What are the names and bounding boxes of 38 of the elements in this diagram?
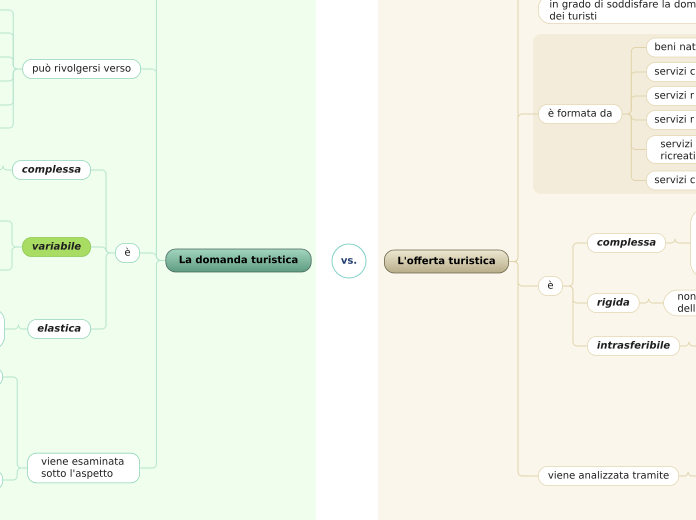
topic-node: beni nat	[646, 38, 696, 58]
topic-node: complessa	[12, 160, 91, 180]
topic-node: complessa	[587, 233, 666, 253]
connector	[140, 260, 166, 468]
topic-node: rigida	[587, 293, 640, 313]
connector	[562, 286, 588, 346]
topic-node: servizi r	[646, 86, 696, 106]
topic-node: non dell	[663, 290, 696, 316]
connector	[666, 238, 690, 244]
connector	[639, 298, 664, 304]
topic-node: intrasferibile	[587, 336, 680, 356]
connector	[0, 68, 23, 128]
connector	[90, 252, 116, 330]
topic-node: è	[115, 243, 140, 263]
topic-node: elastica	[27, 319, 91, 339]
topic-node: variabile	[22, 237, 91, 257]
connector	[0, 246, 23, 270]
topic-node: servizi c	[646, 62, 696, 82]
connector	[678, 472, 696, 476]
topic-node: può rivolgersi verso	[22, 59, 141, 79]
connector	[680, 342, 696, 346]
topic-node: è	[538, 276, 563, 296]
topic-node: servizi c	[646, 170, 696, 190]
topic-node: servizi ricreati	[646, 135, 696, 164]
topic-node: viene esaminata sotto l'aspetto	[27, 452, 140, 484]
central-topic: L'offerta turistica	[384, 250, 510, 274]
connector	[508, 261, 538, 476]
connector	[0, 166, 12, 170]
topic-node	[0, 367, 3, 387]
topic-node: servizi r	[646, 110, 696, 130]
central-topic: La domanda turistica	[165, 248, 312, 272]
connector	[622, 114, 646, 181]
connector	[4, 324, 28, 330]
topic-node: è formata da	[538, 104, 622, 124]
connector	[2, 468, 28, 480]
topic-node: in grado di soddisfare la dom dei turisti	[538, 0, 696, 24]
topic-node: viene analizzata tramite	[538, 466, 680, 486]
topic-node	[0, 470, 3, 490]
